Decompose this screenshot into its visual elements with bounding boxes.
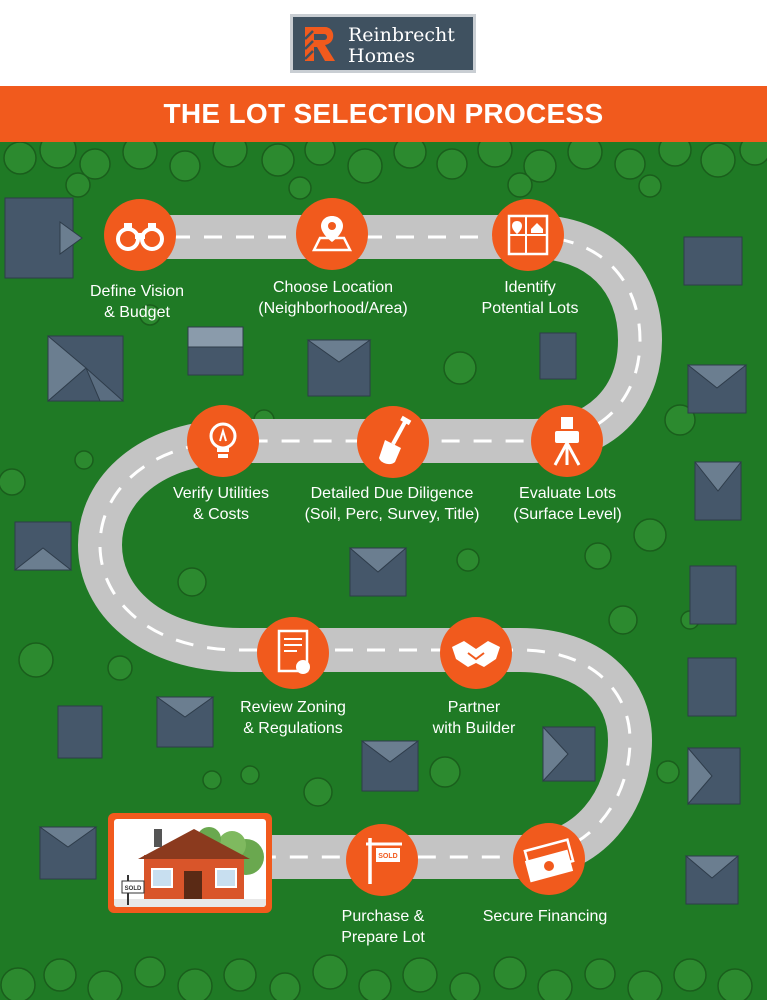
step-label-line1: Define Vision [90, 283, 184, 300]
surveyor-icon[interactable] [531, 405, 603, 477]
tree-canopy-top [3, 142, 767, 200]
brand-name-line2: Homes [348, 45, 416, 67]
step-label-line2: Prepare Lot [341, 929, 425, 946]
houses [4, 197, 748, 905]
shovel-icon[interactable] [357, 406, 429, 478]
brand-logo[interactable]: Reinbrecht Homes [290, 14, 476, 73]
step-label-line1: Detailed Due Diligence [310, 485, 474, 502]
house-illustration-icon: SOLD [114, 827, 266, 907]
lightbulb-icon[interactable] [187, 405, 259, 477]
step-identify-lots: Identify Potential Lots [460, 277, 600, 319]
step-label-line1: Verify Utilities [172, 485, 270, 502]
house-sold-text: SOLD [125, 886, 142, 892]
step-purchase-prepare: Purchase & Prepare Lot [320, 906, 446, 948]
handshake-icon[interactable] [440, 617, 512, 689]
step-label-line1: Evaluate Lots [519, 485, 616, 502]
step-label-line2: Potential Lots [481, 300, 579, 317]
step-choose-location: Choose Location (Neighborhood/Area) [238, 277, 428, 319]
lot-map-icon[interactable] [492, 199, 564, 271]
step-review-zoning: Review Zoning & Regulations [226, 697, 360, 739]
brand-name-line1: Reinbrecht [348, 24, 455, 46]
step-label-line1: Purchase & [341, 908, 425, 925]
final-home-card: SOLD [108, 813, 272, 913]
step-label-line2: with Builder [432, 720, 516, 737]
money-stack-icon[interactable] [513, 823, 585, 895]
step-secure-financing: Secure Financing [470, 906, 620, 927]
step-label-line1: Review Zoning [240, 699, 346, 716]
step-define-vision: Define Vision & Budget [72, 281, 202, 323]
step-partner-builder: Partner with Builder [412, 697, 536, 739]
page-title: THE LOT SELECTION PROCESS [163, 98, 604, 129]
step-label-line1: Secure Financing [482, 908, 608, 925]
step-due-diligence: Detailed Due Diligence (Soil, Perc, Surv… [292, 483, 492, 525]
step-label-line2: (Neighborhood/Area) [258, 300, 408, 317]
step-verify-utilities: Verify Utilities & Costs [156, 483, 286, 525]
step-label-line1: Choose Location [272, 279, 394, 296]
step-label-line1: Identify [504, 279, 556, 296]
step-label-line1: Partner [447, 699, 501, 716]
sold-sign-text: SOLD [378, 853, 397, 860]
step-label-line2: (Surface Level) [513, 506, 622, 523]
step-label-line2: & Regulations [243, 720, 343, 737]
road [77, 215, 663, 879]
tree-canopy-bottom [0, 954, 753, 1000]
final-home-illustration: SOLD [114, 819, 266, 907]
step-evaluate-lots: Evaluate Lots (Surface Level) [500, 483, 635, 525]
brand-name: Reinbrecht Homes [348, 25, 455, 67]
sold-sign-icon[interactable]: SOLD [346, 824, 418, 896]
step-label-line2: & Costs [192, 506, 249, 523]
step-label-line2: & Budget [104, 304, 170, 321]
logo-r-icon [304, 27, 335, 61]
certificate-icon[interactable] [257, 617, 329, 689]
scattered-trees [0, 304, 700, 807]
header: Reinbrecht Homes [0, 0, 767, 86]
binoculars-icon[interactable] [104, 199, 176, 271]
map-pin-icon[interactable] [296, 198, 368, 270]
step-label-line2: (Soil, Perc, Survey, Title) [304, 506, 480, 523]
lot-selection-map: SOLD Define Vision & Budget Choose Locat… [0, 142, 767, 1000]
title-banner: THE LOT SELECTION PROCESS [0, 86, 767, 142]
